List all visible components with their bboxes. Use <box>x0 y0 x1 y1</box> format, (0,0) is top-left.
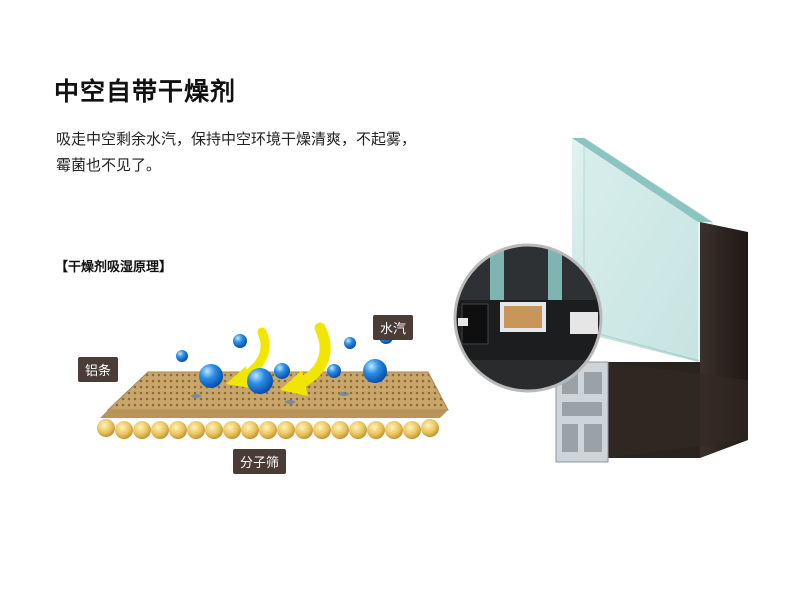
water-droplets <box>176 330 393 404</box>
window-frame <box>555 137 748 463</box>
aluminum-strip <box>100 371 449 418</box>
molecular-sieve-beads <box>97 419 439 439</box>
description-line-2: 霉菌也不见了。 <box>56 156 162 174</box>
description-line-1: 吸走中空剩余水汽，保持中空环境干燥清爽，不起雾， <box>56 130 417 148</box>
page-title: 中空自带干燥剂 <box>54 77 237 106</box>
aluminum-strip-label: 铝条 <box>78 357 119 382</box>
section-label: 【干燥剂吸湿原理】 <box>55 260 173 275</box>
absorb-arrow-left <box>226 327 270 388</box>
description: 吸走中空剩余水汽，保持中空环境干燥清爽，不起雾， 霉菌也不见了。 <box>56 126 496 178</box>
water-vapor-label: 水汽 <box>373 315 414 340</box>
molecular-sieve-label: 分子筛 <box>233 449 287 474</box>
absorb-arrow-right <box>280 322 331 396</box>
spacer-detail-magnifier <box>453 243 603 393</box>
